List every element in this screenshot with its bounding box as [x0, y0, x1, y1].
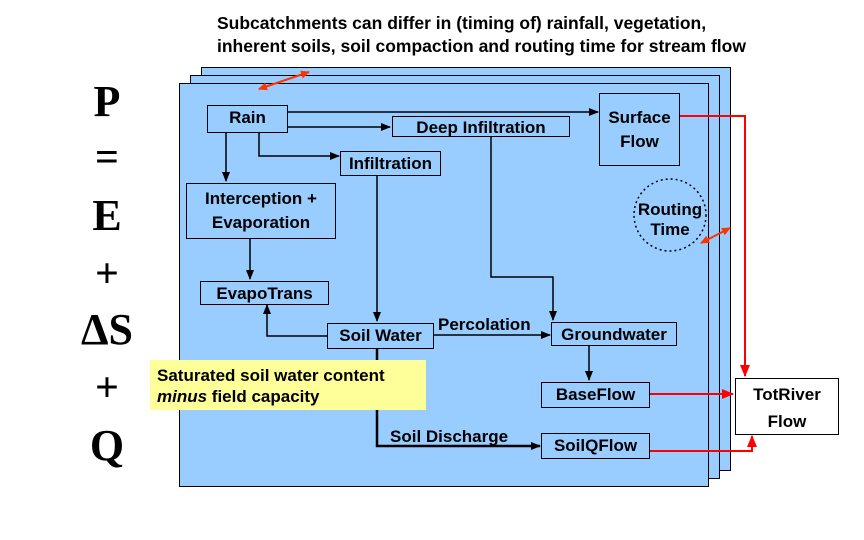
surface-flow-label-1: Surface — [608, 108, 671, 127]
arrow-soilwater-evapotrans — [263, 304, 327, 337]
totriver-label-1: TotRiver — [753, 385, 821, 404]
infiltration-box: Infiltration — [340, 151, 441, 176]
saturated-soil-note: Saturated soil water content minus field… — [150, 360, 426, 410]
interception-label-1: Interception + — [205, 189, 317, 208]
caption-line-2: inherent soils, soil compaction and rout… — [217, 36, 746, 56]
soil-water-box: Soil Water — [327, 323, 434, 349]
routing-offset-arrow-top — [258, 70, 310, 91]
equation-plus-1: + — [95, 251, 119, 297]
arrow-rain-infiltration — [258, 133, 340, 160]
equation-delta-s: ΔS — [80, 305, 134, 354]
rain-box: Rain — [207, 105, 288, 133]
equation-plus-2: + — [95, 365, 119, 411]
note-line-2-rest: field capacity — [207, 387, 320, 406]
routing-time-label: Routing Time — [630, 200, 710, 240]
routing-offset-arrow-right — [700, 227, 731, 244]
note-line-1: Saturated soil water content — [157, 366, 385, 385]
soil-discharge-label: Soil Discharge — [390, 427, 509, 446]
interception-evaporation-box: Interception + Evaporation — [186, 183, 336, 239]
equation-e: E — [92, 191, 122, 240]
groundwater-box: Groundwater — [551, 322, 677, 346]
arrow-deep-groundwater — [490, 137, 557, 321]
totriver-flow-box: TotRiver Flow — [735, 378, 839, 435]
diagram-caption: Subcatchments can differ in (timing of) … — [217, 12, 857, 58]
caption-line-1: Subcatchments can differ in (timing of) … — [217, 13, 707, 33]
surface-flow-label-2: Flow — [620, 132, 659, 151]
soilqflow-box: SoilQFlow — [541, 433, 650, 459]
equation-p: P — [93, 77, 121, 126]
surface-flow-box: Surface Flow — [599, 93, 680, 166]
equation-equals: = — [95, 135, 119, 181]
interception-label-2: Evaporation — [211, 213, 311, 232]
deep-infiltration-box: Deep Infiltration — [392, 116, 570, 137]
arrow-soilqflow-totriver — [650, 435, 757, 452]
totriver-label-2: Flow — [767, 412, 807, 431]
baseflow-box: BaseFlow — [541, 382, 650, 408]
note-italic-word: minus — [157, 387, 208, 406]
routing-label-2: Time — [650, 220, 690, 239]
routing-label-1: Routing — [637, 200, 703, 219]
equation-q: Q — [89, 421, 125, 470]
evapotrans-box: EvapoTrans — [200, 281, 329, 305]
routing-time-circle — [633, 178, 707, 252]
percolation-label: Percolation — [438, 315, 531, 334]
subcatchment-panel-front — [179, 83, 709, 487]
arrow-surface-totriver — [680, 115, 750, 377]
note-line-2: minus field capacity — [157, 386, 426, 407]
